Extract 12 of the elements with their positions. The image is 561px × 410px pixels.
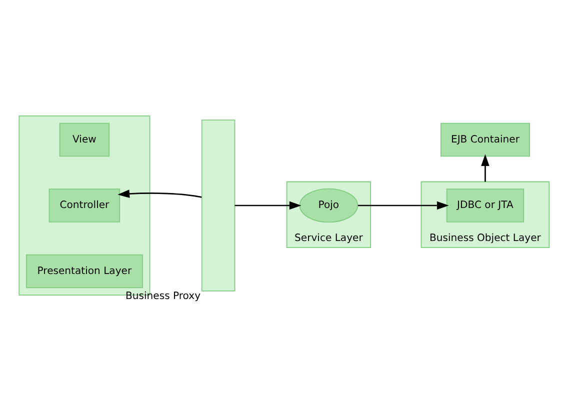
node-box: EJB Container: [440, 122, 530, 156]
node-box: View: [59, 122, 110, 156]
node-box: [201, 119, 236, 291]
node-label: Business Proxy: [126, 290, 201, 302]
arrow: [358, 200, 449, 210]
arrow: [118, 189, 202, 198]
arrow: [234, 200, 302, 210]
node-box: Controller: [48, 188, 120, 222]
node-box: Presentation Layer: [26, 254, 143, 288]
arrow: [481, 154, 490, 182]
node-ellipse: Pojo: [299, 188, 358, 222]
node-box: JDBC or JTA: [446, 188, 524, 222]
